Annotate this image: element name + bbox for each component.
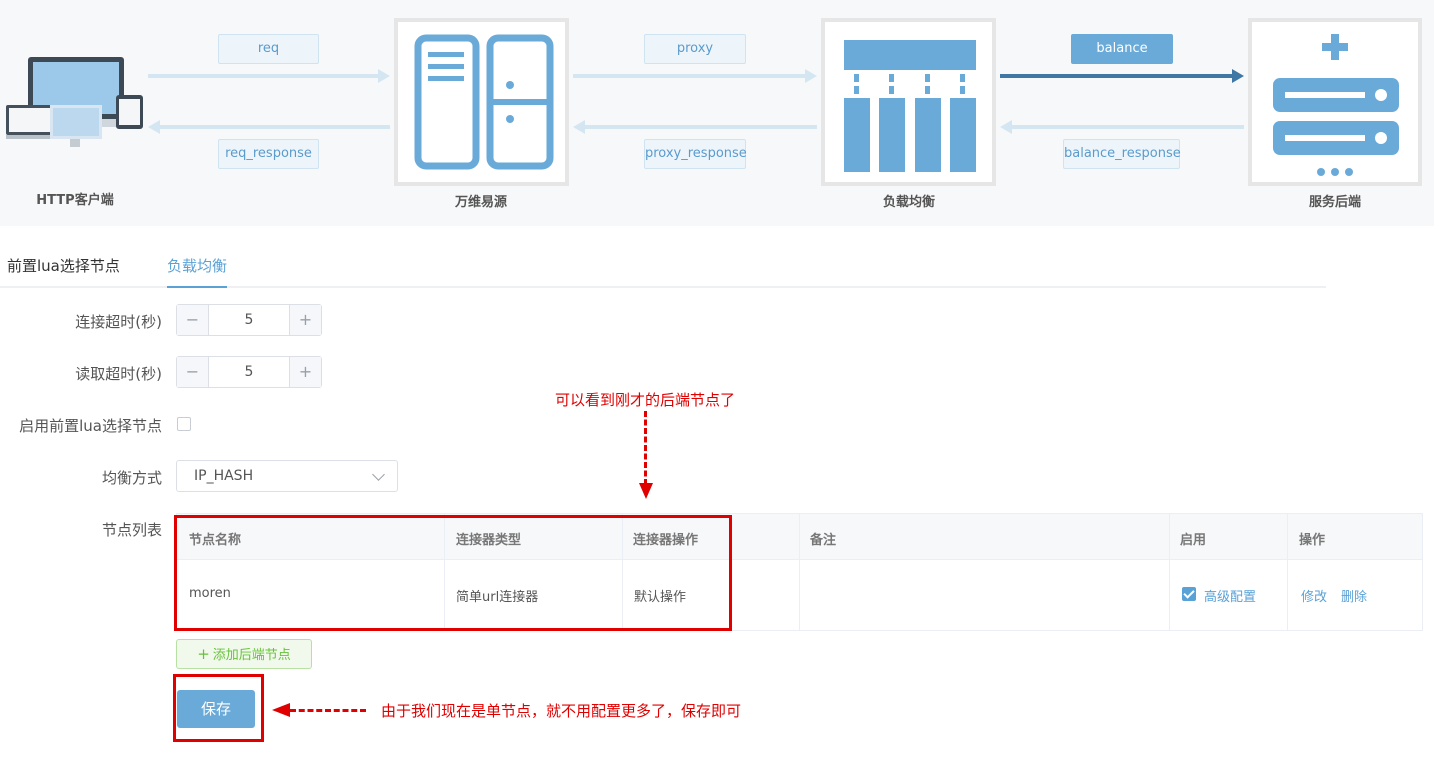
- balance-response-tag: balance_response: [1063, 139, 1181, 169]
- annotation-top-note: 可以看到刚才的后端节点了: [555, 391, 736, 409]
- devices-icon: [6, 57, 143, 147]
- increment-button[interactable]: +: [289, 305, 321, 335]
- annotation-left-arrow: [290, 709, 366, 712]
- delete-link[interactable]: 删除: [1341, 590, 1368, 605]
- add-backend-node-label: 添加后端节点: [212, 648, 291, 663]
- col-header-actions: 操作: [1299, 533, 1326, 548]
- read-timeout-label: 读取超时(秒): [75, 365, 162, 383]
- annotation-down-arrow: [644, 411, 647, 485]
- decrement-button[interactable]: −: [177, 305, 209, 335]
- node-table: 节点名称 连接器类型 连接器操作 备注 启用 操作 moren 简单url连接器…: [176, 513, 1423, 631]
- read-timeout-value[interactable]: 5: [244, 364, 254, 380]
- node-backend: [1248, 18, 1422, 186]
- flow-diagram: HTTP客户端 req req_response 万维易源 proxy prox…: [0, 0, 1434, 226]
- decrement-button[interactable]: −: [177, 357, 209, 387]
- tab-bar: 前置lua选择节点 负载均衡: [0, 246, 1326, 288]
- node-wanweiyiyuan: [394, 18, 569, 186]
- increment-button[interactable]: +: [289, 357, 321, 387]
- annotation-table-highlight: [174, 515, 732, 631]
- node-label-client: HTTP客户端: [36, 193, 114, 208]
- proxy-response-tag: proxy_response: [644, 139, 747, 169]
- balance-mode-label: 均衡方式: [101, 469, 162, 487]
- req-response-arrow: [148, 120, 390, 134]
- plus-icon: +: [197, 645, 210, 663]
- load-balancer-icon: [844, 40, 976, 172]
- connect-timeout-value[interactable]: 5: [244, 312, 254, 328]
- balance-mode-value: IP_HASH: [194, 468, 254, 484]
- chevron-down-icon: [372, 468, 385, 481]
- balance-arrow: [1000, 69, 1244, 83]
- balance-response-arrow: [1000, 120, 1244, 134]
- enable-checkbox[interactable]: [1182, 587, 1196, 601]
- cell-connector-type: 简单url连接器: [456, 590, 539, 605]
- col-header-connector-op: 连接器操作: [633, 533, 699, 548]
- cell-node-name: moren: [189, 586, 231, 601]
- connect-timeout-stepper[interactable]: − 5 +: [176, 304, 322, 336]
- cell-connector-op: 默认操作: [634, 590, 687, 605]
- col-header-enable: 启用: [1180, 533, 1207, 548]
- read-timeout-stepper[interactable]: − 5 +: [176, 356, 322, 388]
- save-button[interactable]: 保存: [177, 690, 255, 728]
- tab-load-balance[interactable]: 负载均衡: [167, 255, 228, 288]
- add-backend-node-button[interactable]: +添加后端节点: [176, 639, 312, 669]
- proxy-arrow: [573, 69, 817, 83]
- node-label-backend: 服务后端: [1308, 195, 1361, 210]
- advanced-config-link[interactable]: 高级配置: [1204, 590, 1257, 605]
- balance-mode-select[interactable]: IP_HASH: [176, 460, 398, 492]
- proxy-response-arrow: [573, 120, 817, 134]
- connect-timeout-label: 连接超时(秒): [75, 313, 162, 331]
- enable-lua-checkbox[interactable]: [177, 417, 191, 431]
- node-list-label: 节点列表: [101, 521, 162, 539]
- annotation-save-highlight: [173, 674, 264, 742]
- proxy-tag: proxy: [644, 34, 746, 64]
- node-label-load-balance: 负载均衡: [882, 195, 935, 210]
- req-arrow: [148, 69, 390, 83]
- col-header-remark: 备注: [810, 533, 837, 548]
- server-cabinet-icon: [414, 34, 554, 170]
- annotation-down-arrow-head: [639, 483, 653, 499]
- edit-link[interactable]: 修改: [1301, 590, 1328, 605]
- node-label-wanweiyiyuan: 万维易源: [454, 195, 507, 210]
- annotation-left-arrow-head: [272, 703, 290, 717]
- balance-tag: balance: [1071, 34, 1173, 64]
- annotation-save-note: 由于我们现在是单节点，就不用配置更多了，保存即可: [381, 702, 742, 720]
- req-response-tag: req_response: [218, 139, 319, 169]
- tab-pre-lua[interactable]: 前置lua选择节点: [7, 257, 120, 275]
- col-header-connector-type: 连接器类型: [456, 533, 522, 548]
- node-load-balance: [821, 18, 996, 186]
- req-tag: req: [218, 34, 319, 64]
- enable-lua-label: 启用前置lua选择节点: [19, 417, 162, 435]
- col-header-name: 节点名称: [189, 533, 242, 548]
- server-stack-icon: [1273, 34, 1399, 176]
